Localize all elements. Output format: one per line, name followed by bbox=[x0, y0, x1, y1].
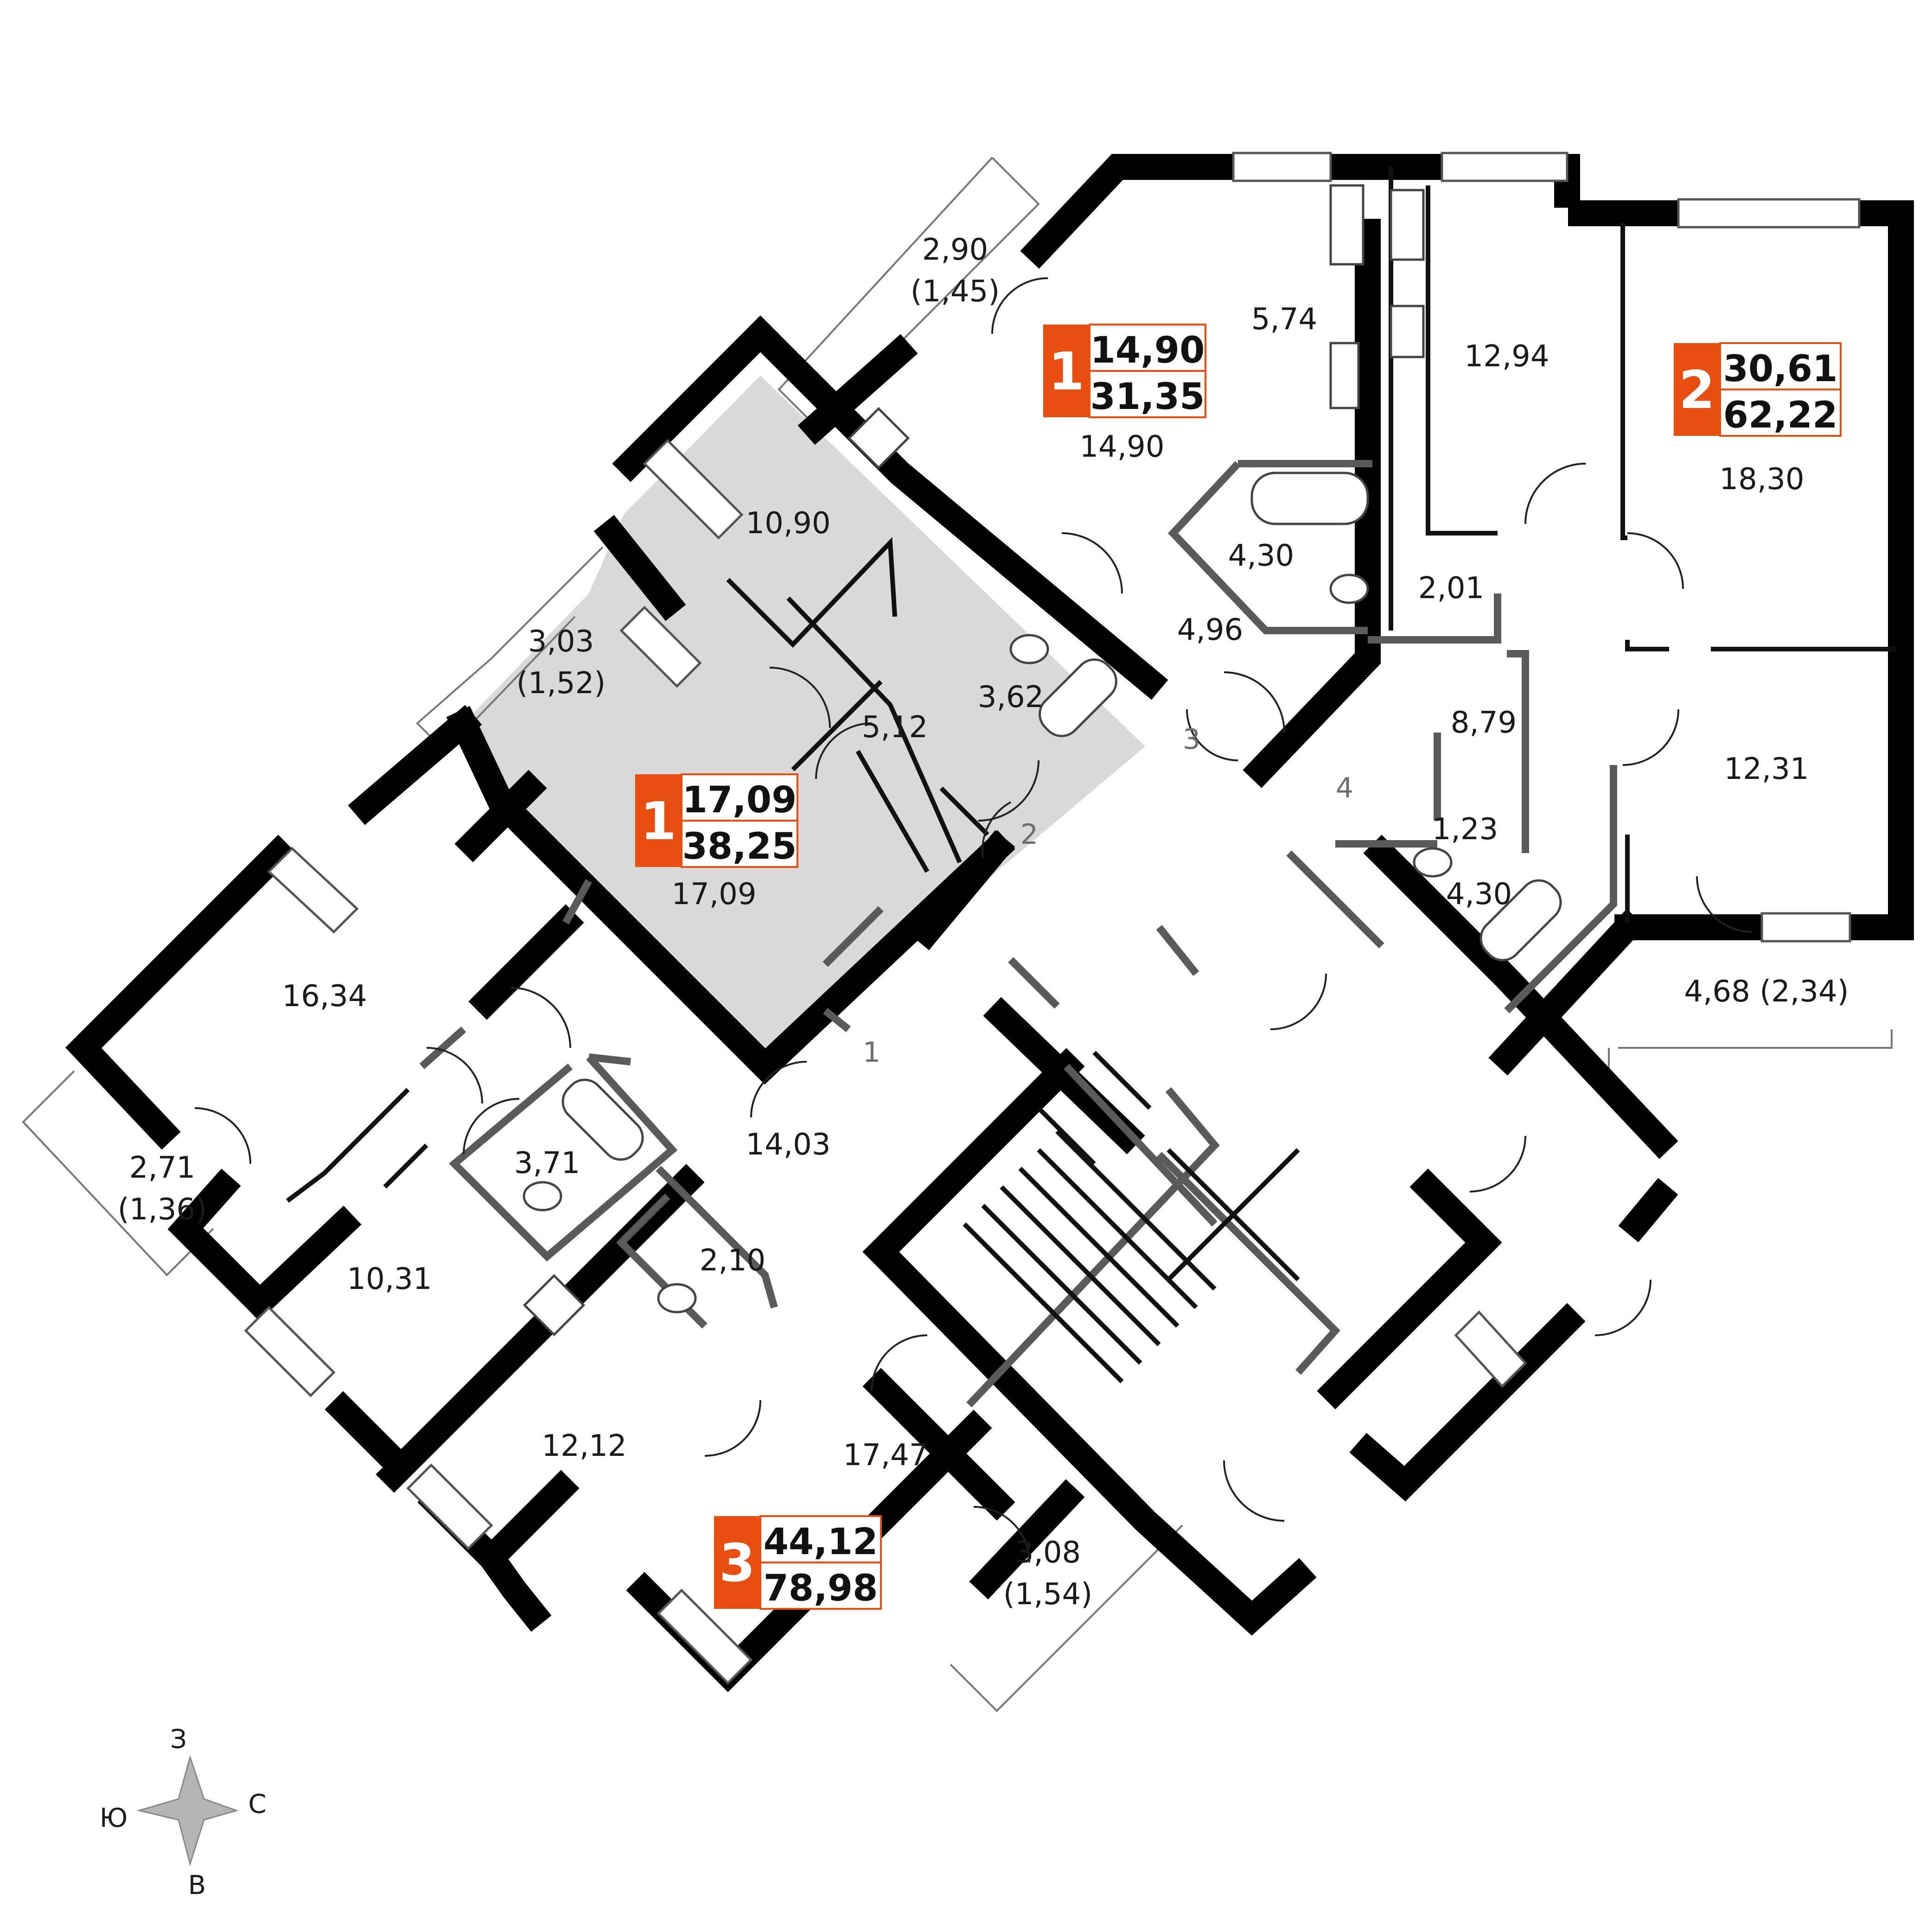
room-label: (1,52) bbox=[516, 666, 606, 701]
badge-total-area: 31,35 bbox=[1090, 376, 1205, 418]
room-label: 4,96 bbox=[1177, 613, 1243, 647]
door-swings bbox=[194, 277, 1753, 1563]
room-label: 4,68 (2,34) bbox=[1684, 975, 1849, 1009]
room-label: 4,30 bbox=[1446, 877, 1512, 912]
room-label: 16,34 bbox=[282, 979, 367, 1014]
room-label: 3,08 bbox=[1015, 1536, 1081, 1570]
room-label: (1,54) bbox=[1003, 1577, 1092, 1612]
balconies bbox=[22, 157, 1893, 1712]
compass-south: В bbox=[188, 1870, 206, 1900]
door-number: 3 bbox=[1183, 723, 1200, 756]
apartment-badge-1-38[interactable]: 1 17,09 38,25 bbox=[635, 773, 798, 868]
badge-total-area: 78,98 bbox=[764, 1568, 878, 1609]
badge-rooms-box bbox=[1043, 325, 1090, 417]
windows bbox=[244, 152, 1861, 1685]
room-label: 2,01 bbox=[1418, 571, 1485, 606]
room-label: 5,74 bbox=[1251, 302, 1318, 337]
room-label: (1,45) bbox=[911, 274, 1000, 309]
room-label: 3,03 bbox=[528, 625, 594, 659]
badge-rooms: 1 bbox=[640, 791, 676, 852]
room-label: 18,30 bbox=[1719, 462, 1804, 497]
fixtures bbox=[523, 184, 1562, 1337]
room-label: 17,09 bbox=[671, 877, 756, 912]
room-label: 17,47 bbox=[843, 1438, 928, 1473]
badge-total-area: 38,25 bbox=[682, 826, 797, 867]
room-label: 3,71 bbox=[514, 1146, 580, 1180]
compass-west: Ю bbox=[100, 1803, 128, 1833]
apartment-badge-3-78[interactable]: 3 44,12 78,98 bbox=[714, 1515, 882, 1610]
badge-rooms-box bbox=[635, 774, 682, 867]
badge-rooms-box bbox=[714, 1516, 760, 1609]
badge-living-area: 14,90 bbox=[1090, 330, 1205, 371]
badge-rooms: 1 bbox=[1048, 342, 1084, 402]
compass-star-icon bbox=[136, 1754, 239, 1867]
badge-rooms: 2 bbox=[1679, 360, 1715, 421]
room-label: 12,12 bbox=[542, 1429, 626, 1463]
room-label: 4,30 bbox=[1228, 539, 1294, 573]
compass-east: С bbox=[248, 1789, 266, 1819]
room-label: 2,71 bbox=[129, 1151, 196, 1185]
room-label: 10,90 bbox=[746, 506, 830, 541]
room-label: 1,23 bbox=[1432, 812, 1498, 847]
badge-living-area: 44,12 bbox=[764, 1521, 878, 1563]
door-number: 4 bbox=[1336, 772, 1353, 804]
room-label: 10,31 bbox=[347, 1262, 432, 1296]
door-number: 2 bbox=[1020, 818, 1038, 851]
room-label: 8,79 bbox=[1451, 706, 1517, 740]
badge-living-area: 17,09 bbox=[682, 779, 797, 821]
badge-total-area: 62,22 bbox=[1723, 395, 1838, 436]
room-label: 2,10 bbox=[700, 1243, 766, 1278]
room-label: 2,90 bbox=[922, 233, 988, 267]
door-numbers: 3 4 2 1 bbox=[863, 723, 1353, 1069]
compass-north: З bbox=[170, 1724, 187, 1754]
compass: З Ю С В bbox=[100, 1724, 267, 1900]
room-label: (1,36) bbox=[118, 1192, 207, 1227]
door-number: 1 bbox=[863, 1036, 880, 1069]
room-label: 3,62 bbox=[978, 680, 1044, 714]
room-label: 5,12 bbox=[862, 710, 928, 745]
apartment-badge-1-31[interactable]: 1 14,90 31,35 bbox=[1043, 324, 1206, 418]
badge-living-area: 30,61 bbox=[1723, 348, 1838, 390]
room-label: 12,94 bbox=[1464, 339, 1549, 374]
apartment-badge-2-62[interactable]: 2 30,61 62,22 bbox=[1674, 342, 1842, 437]
room-label: 14,03 bbox=[746, 1128, 830, 1162]
room-label: 12,31 bbox=[1724, 752, 1809, 786]
badge-rooms-box bbox=[1674, 343, 1720, 436]
badge-rooms: 3 bbox=[719, 1533, 755, 1594]
room-labels: 2,90 (1,45) 5,74 14,90 12,94 18,30 10,90… bbox=[118, 233, 1849, 1612]
room-label: 14,90 bbox=[1079, 430, 1164, 464]
stairs-and-elevators bbox=[963, 1051, 1340, 1408]
interior-walls bbox=[419, 460, 1617, 1329]
